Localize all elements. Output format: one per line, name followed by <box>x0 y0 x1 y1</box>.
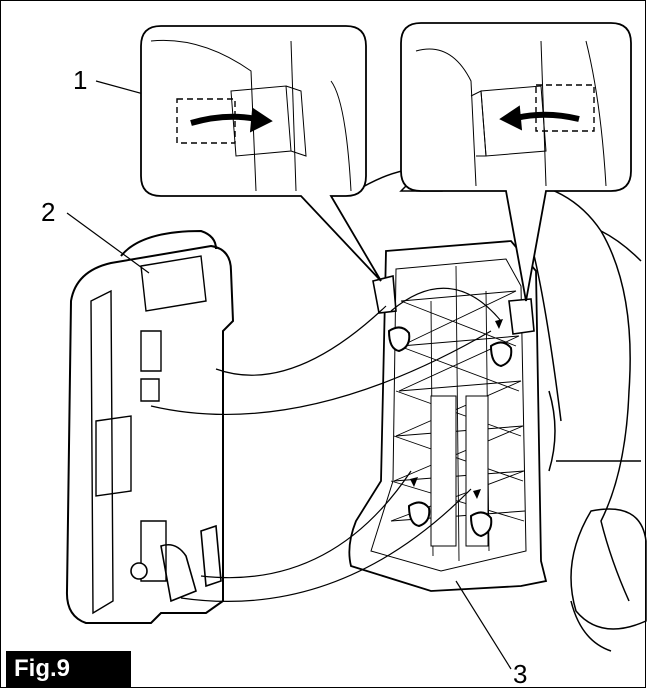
inset-left <box>140 25 382 282</box>
callout-2: 2 <box>41 197 56 227</box>
battery-adapter <box>65 229 235 624</box>
callout-1: 1 <box>73 65 88 95</box>
direction-arrows <box>410 319 503 499</box>
guide-lines <box>150 287 502 602</box>
callout-3: 3 <box>513 659 528 689</box>
figure-tag: Fig.9 <box>6 651 131 687</box>
inset-right <box>400 22 632 302</box>
back-plate <box>348 240 548 592</box>
